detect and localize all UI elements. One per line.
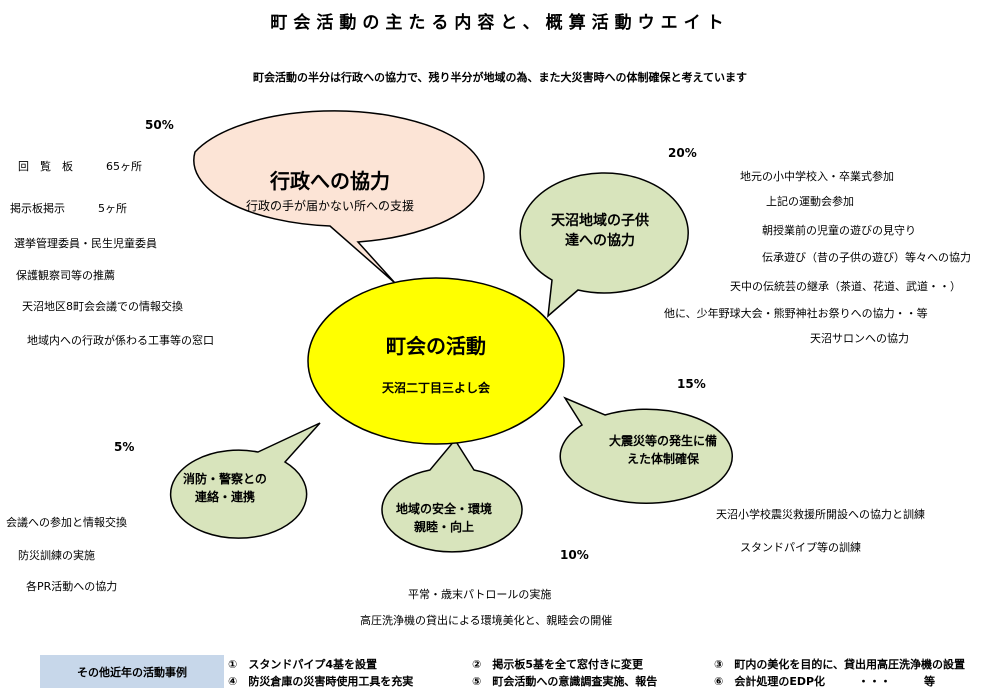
gyosei-item: 天沼地区8町会会議での情報交換	[22, 300, 183, 313]
shobo-item: 各PR活動への協力	[26, 580, 118, 593]
shobo-bubble	[169, 422, 321, 539]
kodomo-title-line2: 達への協力	[565, 233, 635, 249]
gyosei-title: 行政への協力	[270, 169, 390, 193]
kodomo-item: 地元の小中学校入・卒業式参加	[740, 170, 894, 183]
footer-item: ① スタンドパイプ4基を設置	[228, 658, 377, 671]
shinsai-title-line1: 大震災等の発生に備	[608, 434, 717, 448]
kodomo-item: 上記の運動会参加	[766, 195, 854, 208]
shinsai-bubble-text: 大震災等の発生に備 えた体制確保	[588, 432, 738, 468]
kodomo-bubble-text: 天沼地域の子供 達への協力	[520, 211, 680, 251]
center-name: 天沼二丁目三よし会	[381, 381, 490, 395]
shobo-percent: 5%	[114, 440, 135, 454]
shinsai-item: スタンドパイプ等の訓練	[740, 541, 861, 554]
footer-item: ⑥ 会計処理のEDP化 ・・・ 等	[714, 675, 936, 688]
kodomo-title-line1: 天沼地域の子供	[551, 213, 649, 229]
center-title: 町会の活動	[386, 334, 486, 358]
kodomo-item: 伝承遊び（昔の子供の遊び）等々への協力	[762, 251, 971, 264]
kodomo-item: 朝授業前の児童の遊びの見守り	[762, 224, 916, 237]
shobo-item: 会議への参加と情報交換	[6, 516, 127, 529]
footer-item: ④ 防災倉庫の災害時使用工具を充実	[228, 675, 414, 688]
shobo-title-line2: 連絡・連携	[194, 490, 255, 504]
shinsai-percent: 15%	[677, 377, 706, 391]
shinsai-bubble	[559, 396, 733, 504]
kodomo-item: 天沼サロンへの協力	[810, 332, 909, 345]
kodomo-item: 他に、少年野球大会・熊野神社お祭りへの協力・・等	[664, 307, 928, 320]
shinsai-title-line2: えた体制確保	[626, 452, 699, 466]
footer-item: ③ 町内の美化を目的に、貸出用高圧洗浄機の設置	[714, 658, 965, 671]
center-text: 町会の活動 天沼二丁目三よし会	[326, 330, 546, 396]
gyosei-bubble	[193, 110, 485, 284]
center-ellipse	[307, 277, 565, 445]
anzen-item: 高圧洗浄機の貸出による環境美化と、親睦会の開催	[360, 614, 613, 627]
anzen-title-line1: 地域の安全・環境	[395, 502, 492, 516]
page-title: 町会活動の主たる内容と、概算活動ウエイト	[270, 13, 730, 33]
shobo-item: 防災訓練の実施	[18, 549, 95, 562]
kodomo-percent: 20%	[668, 146, 697, 160]
shinsai-item: 天沼小学校震災救援所開設への協力と訓練	[716, 508, 925, 521]
gyosei-bubble-text: 行政への協力 行政の手が届かない所への支援	[210, 165, 450, 214]
footer-label: その他近年の活動事例	[40, 655, 224, 688]
gyosei-item: 掲示板掲示 5ヶ所	[10, 202, 127, 215]
gyosei-subtitle: 行政の手が届かない所への支援	[245, 199, 414, 213]
gyosei-item: 選挙管理委員・民生児童委員	[14, 237, 157, 250]
kodomo-item: 天中の伝統芸の継承（茶道、花道、武道・・）	[730, 280, 961, 293]
footer-item: ② 掲示板5基を全て窓付きに変更	[472, 658, 643, 671]
footer-item: ⑤ 町会活動への意識調査実施、報告	[472, 675, 658, 688]
shobo-bubble-text: 消防・警察との 連絡・連携	[160, 470, 290, 506]
anzen-bubble	[381, 438, 523, 553]
gyosei-percent: 50%	[145, 118, 174, 132]
gyosei-item: 保護観察司等の推薦	[16, 269, 115, 282]
gyosei-item: 地域内への行政が係わる工事等の窓口	[27, 334, 214, 347]
page-subtitle: 町会活動の半分は行政への協力で、残り半分が地域の為、また大災害時への体制確保と考…	[252, 71, 747, 84]
anzen-item: 平常・歳末パトロールの実施	[408, 588, 552, 601]
kodomo-bubble	[519, 172, 689, 318]
anzen-bubble-text: 地域の安全・環境 親睦・向上	[374, 500, 514, 536]
anzen-title-line2: 親睦・向上	[413, 520, 474, 534]
gyosei-item: 回 覧 板 65ヶ所	[18, 160, 142, 173]
shobo-title-line1: 消防・警察との	[183, 472, 267, 486]
anzen-percent: 10%	[560, 548, 589, 562]
